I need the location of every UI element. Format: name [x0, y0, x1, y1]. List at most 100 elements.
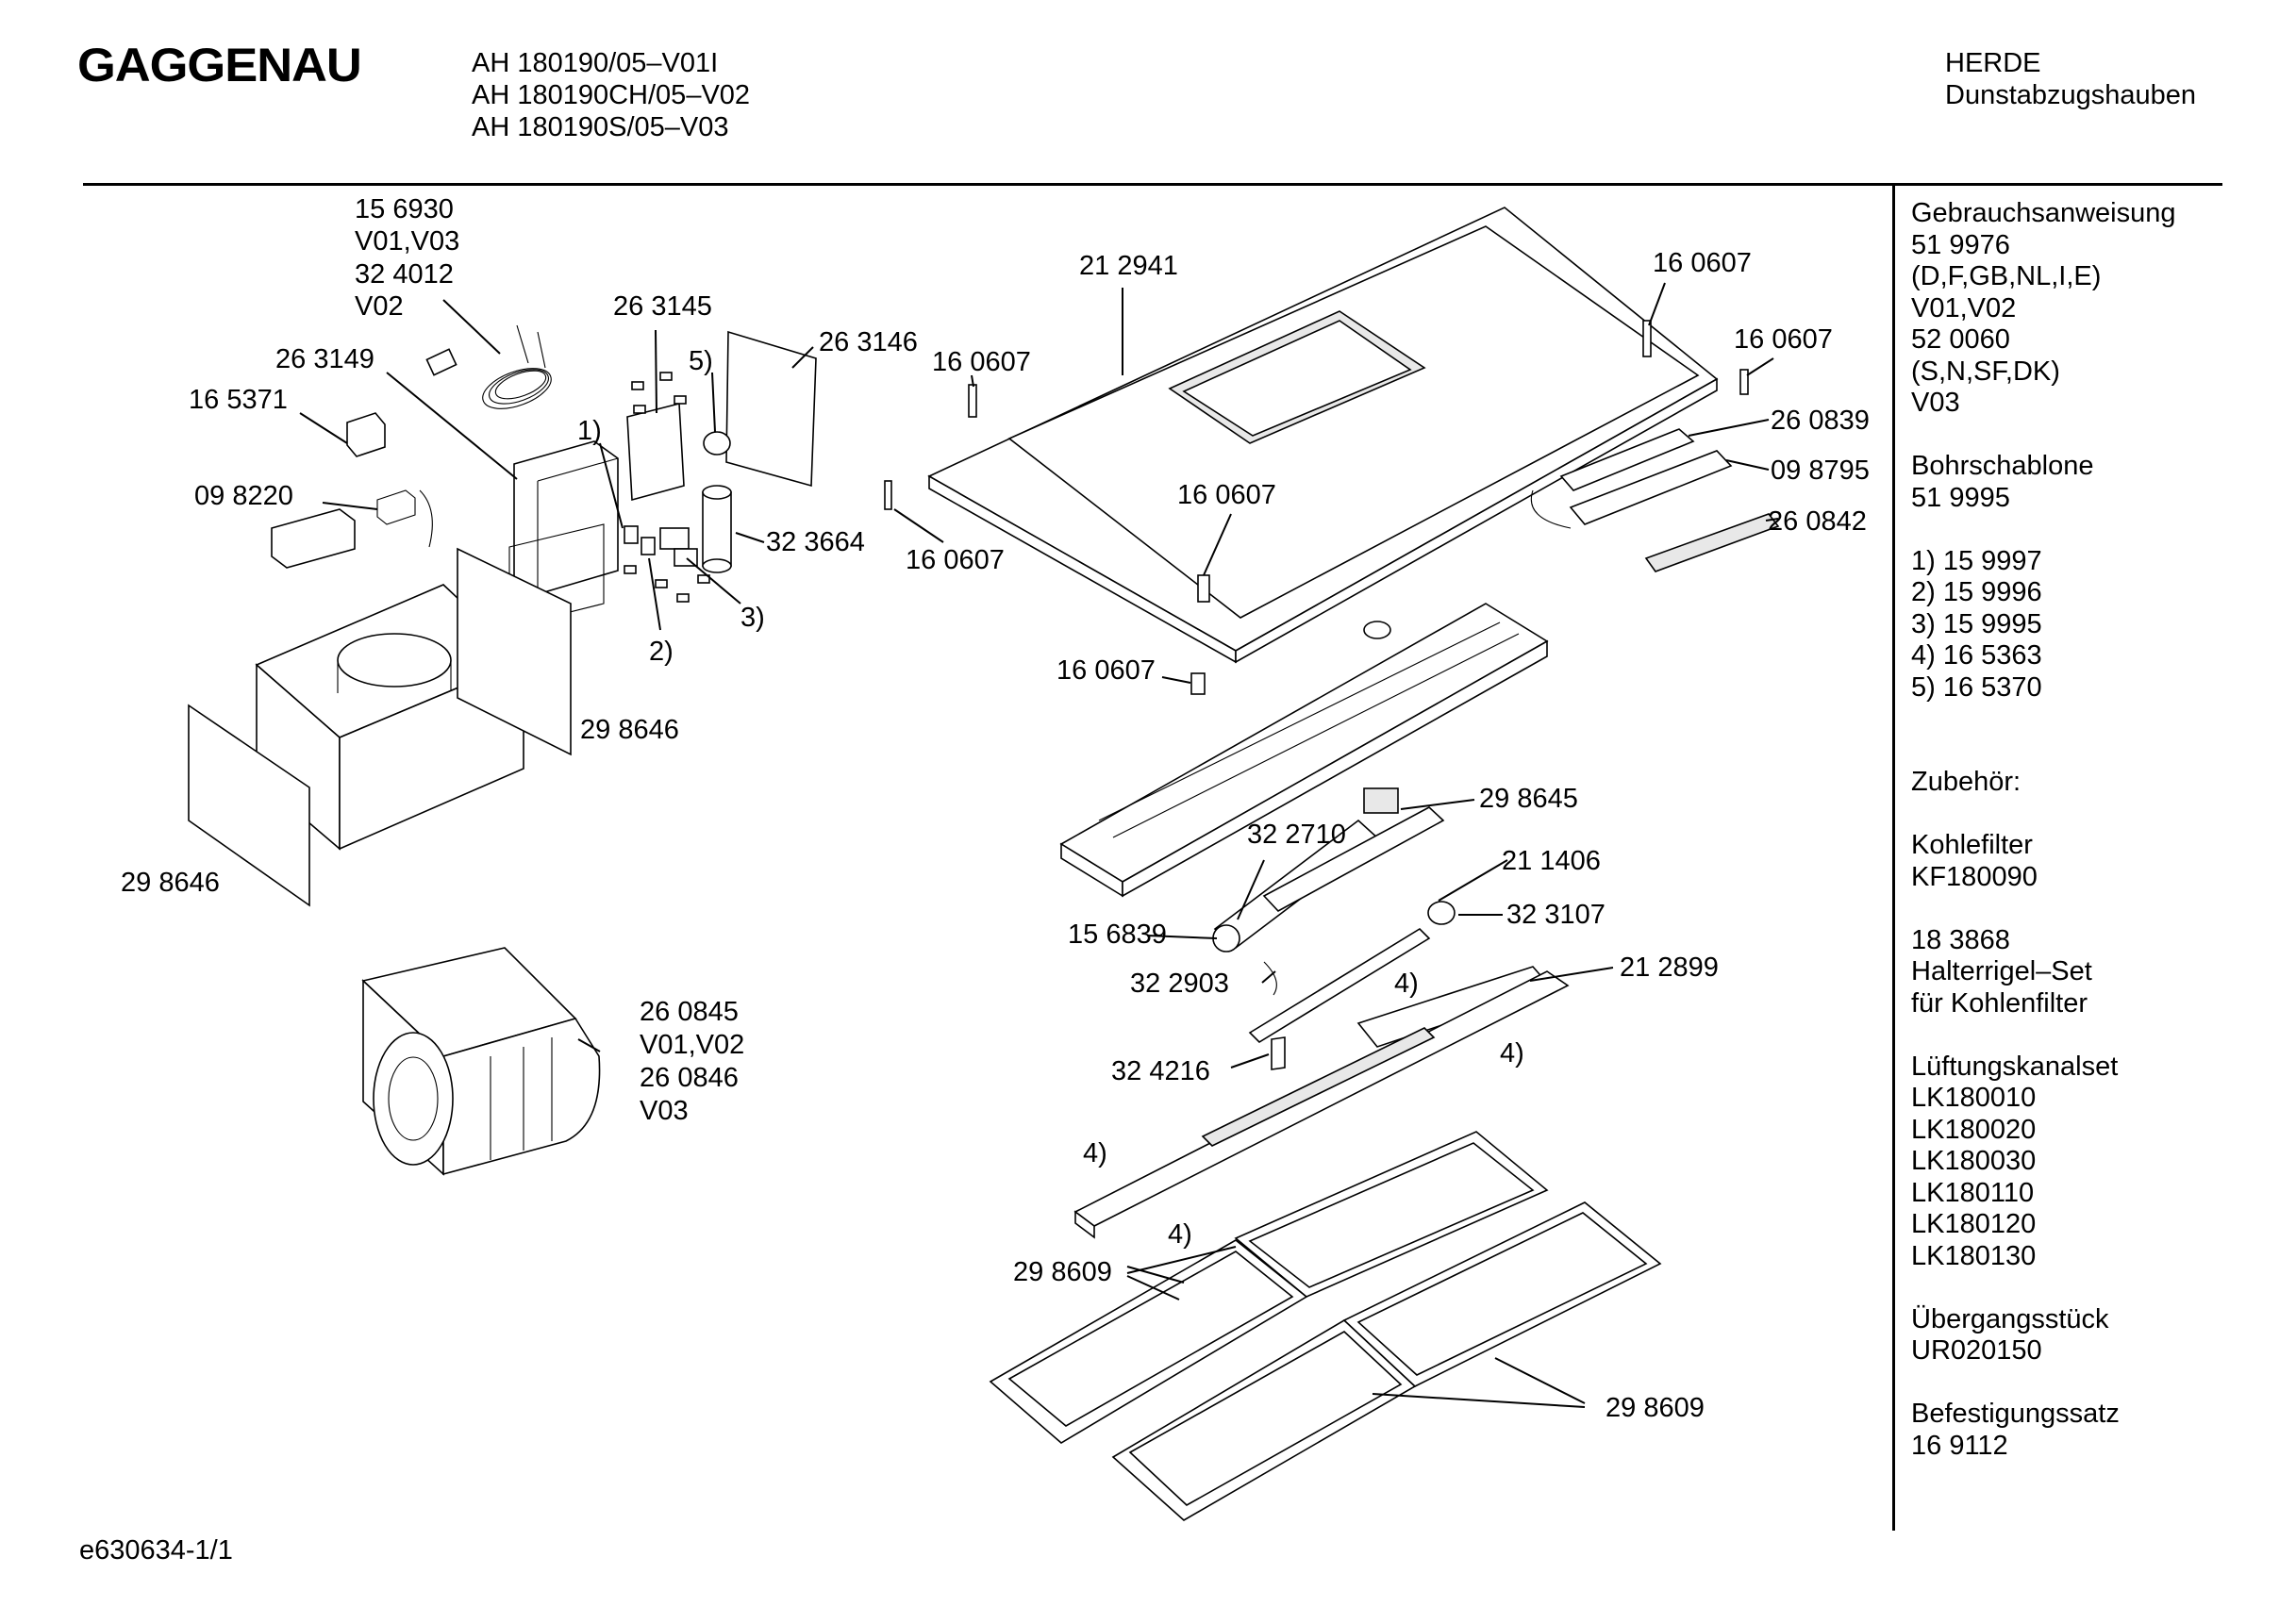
grease-filter-parts: [989, 1131, 1662, 1521]
document-code: e630634-1/1: [79, 1535, 233, 1566]
sidebar-line: V01,V02: [1911, 292, 2017, 323]
part-label: V01,V02: [640, 1030, 744, 1060]
capacitor-part: [702, 485, 732, 573]
model-line: AH 180190S/05–V03: [472, 112, 729, 142]
part-label: 29 8646: [580, 715, 679, 745]
part-label: V03: [640, 1096, 689, 1126]
part-label: 32 3664: [766, 527, 865, 557]
lamp-holder-parts: [1212, 787, 1456, 1070]
switch-parts: [624, 372, 710, 603]
sidebar-line: Gebrauchsanweisung: [1911, 198, 2176, 228]
part-label: 26 0839: [1771, 406, 1870, 436]
sidebar-line: 51 9995: [1911, 482, 2010, 513]
part-label: 09 8795: [1771, 456, 1870, 486]
model-line: AH 180190CH/05–V02: [472, 80, 751, 110]
filter-cover-part: [1073, 970, 1570, 1239]
sidebar-line: LK180020: [1911, 1114, 2037, 1145]
part-label: 26 0842: [1768, 506, 1867, 537]
gaggenau-logo: GAGGENAU: [77, 39, 362, 91]
part-label: 4): [1500, 1038, 1524, 1069]
sidebar-line: Halterrigel–Set: [1911, 956, 2092, 986]
blower-fan-part: [361, 947, 601, 1176]
leader-lines: [299, 282, 1779, 1408]
fan-housing-part: [188, 547, 572, 907]
rail-parts: [1530, 428, 1780, 572]
power-cord-part: [425, 324, 552, 409]
part-label: V02: [355, 291, 404, 322]
part-label: 1): [577, 416, 602, 446]
sidebar-line: UR020150: [1911, 1335, 2042, 1366]
sidebar-line: Befestigungssatz: [1911, 1399, 2120, 1429]
sidebar-line: LK180010: [1911, 1083, 2037, 1113]
part-label: 16 5371: [189, 385, 288, 415]
sidebar-line: Lüftungskanalset: [1911, 1051, 2119, 1082]
sidebar-line: 2) 15 9996: [1911, 577, 2042, 607]
part-label: 16 0607: [1056, 655, 1156, 686]
sidebar-line: 16 9112: [1911, 1430, 2008, 1461]
part-label: 2): [649, 637, 674, 667]
part-label: 4): [1083, 1138, 1107, 1168]
part-label: 16 0607: [932, 347, 1031, 377]
part-label: 16 0607: [1177, 480, 1276, 510]
part-label: 21 2941: [1079, 251, 1178, 281]
part-label: 32 2903: [1130, 969, 1229, 999]
sidebar-line: Übergangsstück: [1911, 1303, 2109, 1334]
sidebar-line: 52 0060: [1911, 324, 2010, 355]
sidebar-line: 5) 16 5370: [1911, 671, 2042, 703]
ballast-part: [271, 489, 433, 569]
circuit-board-part: [626, 402, 685, 502]
sidebar-line: Kohlefilter: [1911, 830, 2033, 860]
part-label: 15 6839: [1068, 919, 1167, 950]
part-label: 16 0607: [1653, 248, 1752, 278]
sidebar-line: Bohrschablone: [1911, 451, 2094, 481]
part-label: 29 8609: [1606, 1393, 1705, 1423]
category-line: Dunstabzugshauben: [1945, 80, 2197, 110]
model-line: AH 180190/05–V01I: [472, 48, 719, 78]
sidebar-line: KF180090: [1911, 861, 2038, 892]
hood-top-panel-part: [927, 207, 1719, 664]
category-heading: HERDE Dunstabzugshauben: [1945, 47, 2196, 111]
part-label: 32 4012: [355, 259, 454, 290]
part-label: 26 0845: [640, 997, 739, 1027]
sidebar-line: LK180110: [1911, 1177, 2035, 1208]
part-label: V01,V03: [355, 226, 459, 257]
sidebar-line: 3) 15 9995: [1911, 608, 2042, 639]
header-divider: [83, 183, 2222, 186]
part-label: 29 8645: [1479, 784, 1578, 814]
sidebar-line: (S,N,SF,DK): [1911, 356, 2060, 387]
hood-lower-frame-part: [1059, 603, 1549, 898]
part-label: 4): [1168, 1219, 1192, 1250]
part-label: 4): [1394, 969, 1419, 999]
sidebar-line: LK180030: [1911, 1146, 2037, 1176]
connector-part: [346, 412, 386, 457]
part-label: 29 8646: [121, 868, 220, 898]
part-label: 32 2710: [1247, 820, 1346, 850]
sidebar-line: V03: [1911, 388, 1960, 418]
part-label: 32 3107: [1506, 900, 1606, 930]
part-labels: 15 6930 V01,V03 32 4012 V02 26 3149 16 5…: [121, 194, 1870, 1423]
circuit-board-part: [725, 330, 817, 488]
part-label: 5): [689, 346, 713, 376]
part-label: 3): [740, 603, 765, 633]
part-label: 29 8609: [1013, 1257, 1112, 1287]
sidebar-line: LK180120: [1911, 1209, 2037, 1239]
part-label: 26 3145: [613, 291, 712, 322]
category-line: HERDE: [1945, 48, 2041, 78]
sidebar-divider: [1892, 186, 1895, 1531]
sidebar-line: 18 3868: [1911, 924, 2010, 955]
part-label: 09 8220: [194, 481, 293, 511]
clip-parts: [884, 320, 1749, 695]
sidebar-line: LK180130: [1911, 1240, 2037, 1271]
model-list: AH 180190/05–V01I AH 180190CH/05–V02 AH …: [472, 47, 750, 143]
part-label: 26 0846: [640, 1063, 739, 1093]
part-label: 15 6930: [355, 194, 454, 224]
part-label: 16 0607: [1734, 324, 1833, 355]
part-label: 26 3146: [819, 327, 918, 357]
part-label: 16 0607: [906, 545, 1005, 575]
sidebar-line: 51 9976: [1911, 229, 2010, 260]
part-label: 26 3149: [275, 344, 374, 374]
part-label: 21 2899: [1620, 953, 1719, 983]
sidebar-line: 1) 15 9997: [1911, 545, 2042, 576]
